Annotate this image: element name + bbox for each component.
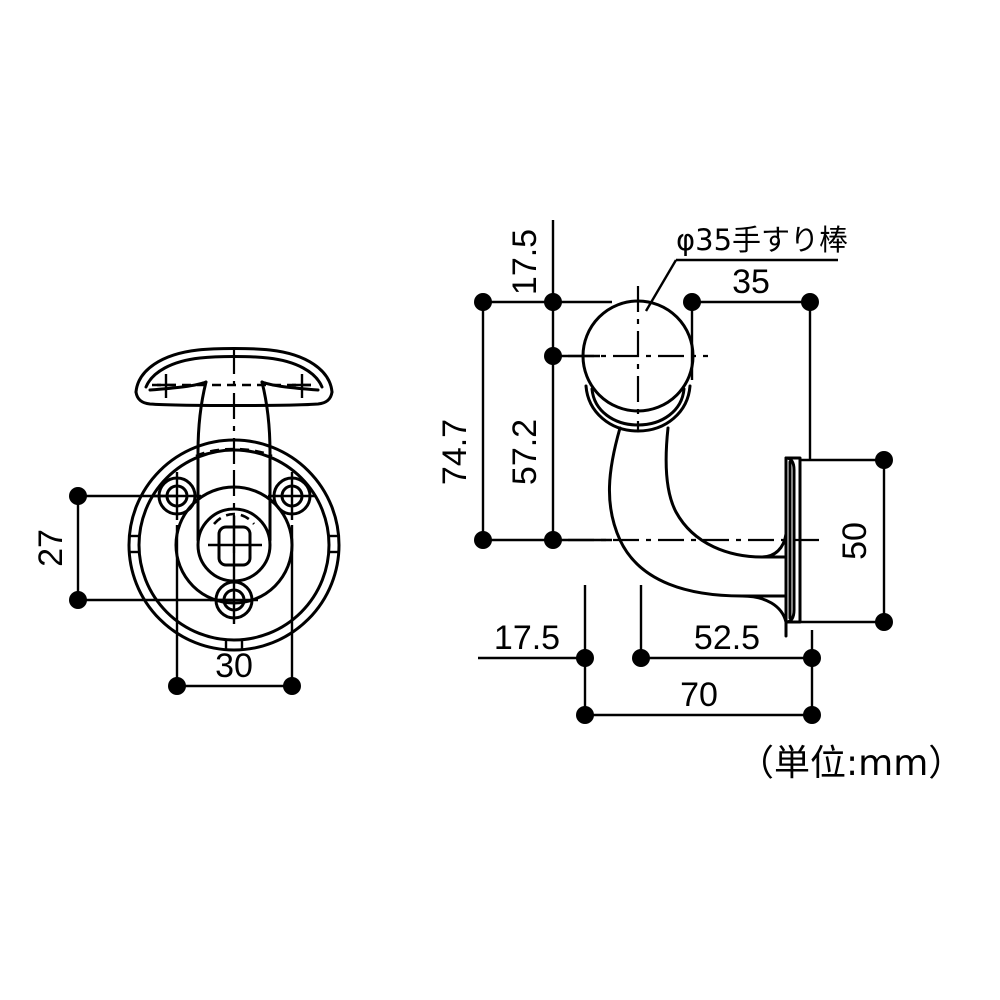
dimension-17-5-vertical: 17.5 xyxy=(506,220,612,311)
dimension-57-2-label: 57.2 xyxy=(506,419,544,485)
rail-callout: φ35手すり棒 xyxy=(644,223,848,312)
right-side-view: φ35手すり棒 35 17.5 xyxy=(436,220,893,724)
bracket-neck xyxy=(196,380,272,542)
bracket-arm xyxy=(607,426,788,638)
dimension-17-5-horizontal: 17.5 xyxy=(478,585,650,667)
dimension-35: 35 xyxy=(683,263,819,460)
dimension-30-label: 30 xyxy=(215,647,253,685)
dimension-27: 27 xyxy=(32,487,234,609)
screw-hole-upper-right xyxy=(268,472,316,520)
dimension-50-label: 50 xyxy=(836,522,874,560)
dimension-30: 30 xyxy=(168,525,301,695)
base-plate xyxy=(127,438,341,652)
dimension-74-7-label: 74.7 xyxy=(436,419,474,485)
handrail-cap xyxy=(134,347,334,407)
rail-callout-label: φ35手すり棒 xyxy=(676,223,848,257)
dimension-57-2: 57.2 xyxy=(506,302,612,549)
dimension-70-label: 70 xyxy=(680,676,718,714)
dimension-17-5-vertical-label: 17.5 xyxy=(506,229,544,295)
center-hole xyxy=(208,516,262,576)
dimension-50: 50 xyxy=(800,451,893,631)
dimension-35-label: 35 xyxy=(732,263,770,301)
dimension-27-label: 27 xyxy=(32,529,70,567)
unit-note: （単位:mm） xyxy=(738,743,964,784)
dimension-17-5-horizontal-label: 17.5 xyxy=(494,619,560,657)
dimension-70: 70 xyxy=(576,658,821,724)
dimension-74-7: 74.7 xyxy=(436,293,553,549)
cap-center-marks xyxy=(157,374,311,398)
dimension-52-5: 52.5 xyxy=(641,619,821,667)
dimension-52-5-label: 52.5 xyxy=(694,619,760,657)
left-front-view: 27 30 xyxy=(32,347,341,695)
